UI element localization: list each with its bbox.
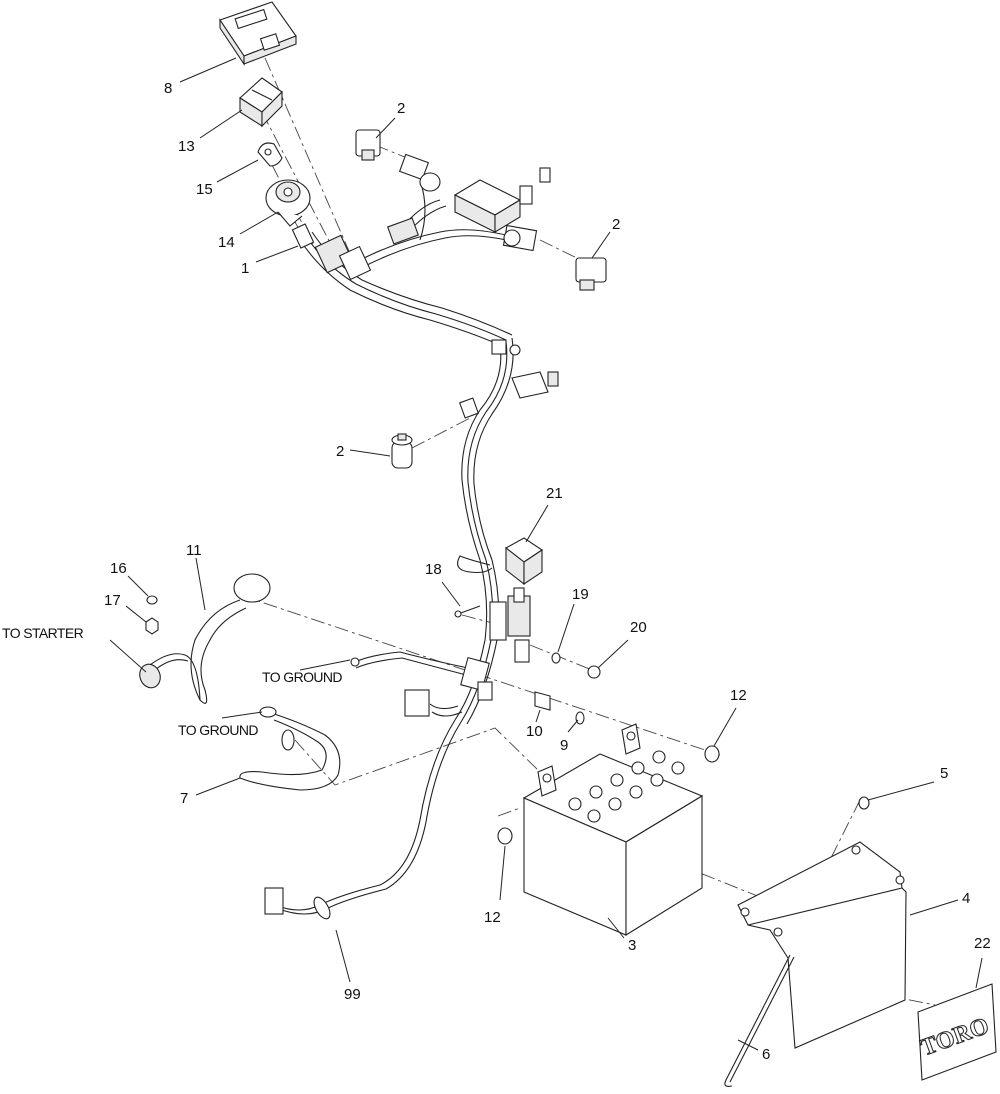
routing-notes: TO STARTER TO GROUND TO GROUND	[2, 625, 343, 738]
callout-12-right: 12	[730, 687, 747, 704]
callout-11: 11	[186, 542, 202, 559]
note-to-ground-upper: TO GROUND	[262, 669, 342, 685]
callout-2-mid: 2	[336, 443, 344, 460]
part-2-relay-mid	[391, 433, 413, 469]
part-3-battery	[522, 723, 704, 936]
callout-3: 3	[628, 937, 636, 954]
callout-10: 10	[526, 723, 543, 740]
callout-6: 6	[762, 1046, 770, 1063]
note-to-ground-lower: TO GROUND	[178, 722, 258, 738]
part-11-cable	[139, 573, 271, 704]
part-15-key	[257, 142, 283, 167]
part-6-rod	[724, 954, 795, 1087]
callout-5: 5	[940, 765, 948, 782]
hardware-small	[145, 595, 870, 845]
callout-16: 16	[110, 560, 127, 577]
callout-99: 99	[344, 986, 361, 1003]
callout-13: 13	[178, 138, 195, 155]
callout-8: 8	[164, 80, 172, 97]
callout-4: 4	[962, 890, 970, 907]
part-2-relay-right	[575, 257, 607, 291]
callout-labels: 8 13 15 14 1 2 2 2 21 18 19 20 16 17 11 …	[104, 80, 991, 1063]
callout-15: 15	[196, 181, 213, 198]
part-14-ignition	[265, 179, 311, 227]
part-7-cable	[239, 706, 341, 791]
part-21-relay	[505, 537, 543, 586]
callout-7: 7	[180, 790, 188, 807]
part-8-display	[219, 1, 297, 66]
leader-lines	[109, 57, 983, 1051]
part-13-switch	[239, 77, 283, 128]
callout-21: 21	[546, 485, 563, 502]
part-4-bracket	[737, 841, 907, 1049]
callout-14: 14	[218, 234, 235, 251]
callout-2-top: 2	[397, 100, 405, 117]
callout-17: 17	[104, 592, 121, 609]
callout-12-left: 12	[484, 909, 501, 926]
part-1-wire-harness	[274, 179, 516, 915]
part-2-relay-top	[355, 129, 381, 161]
callout-9: 9	[560, 737, 568, 754]
callout-2-right: 2	[612, 216, 620, 233]
part-22-decal: TORO	[917, 983, 997, 1081]
harness-connectors	[264, 153, 559, 920]
callout-20: 20	[630, 619, 647, 636]
callout-1: 1	[241, 260, 249, 277]
callout-18: 18	[425, 561, 442, 578]
note-to-starter: TO STARTER	[2, 625, 84, 641]
callout-22: 22	[974, 935, 991, 952]
callout-19: 19	[572, 586, 589, 603]
